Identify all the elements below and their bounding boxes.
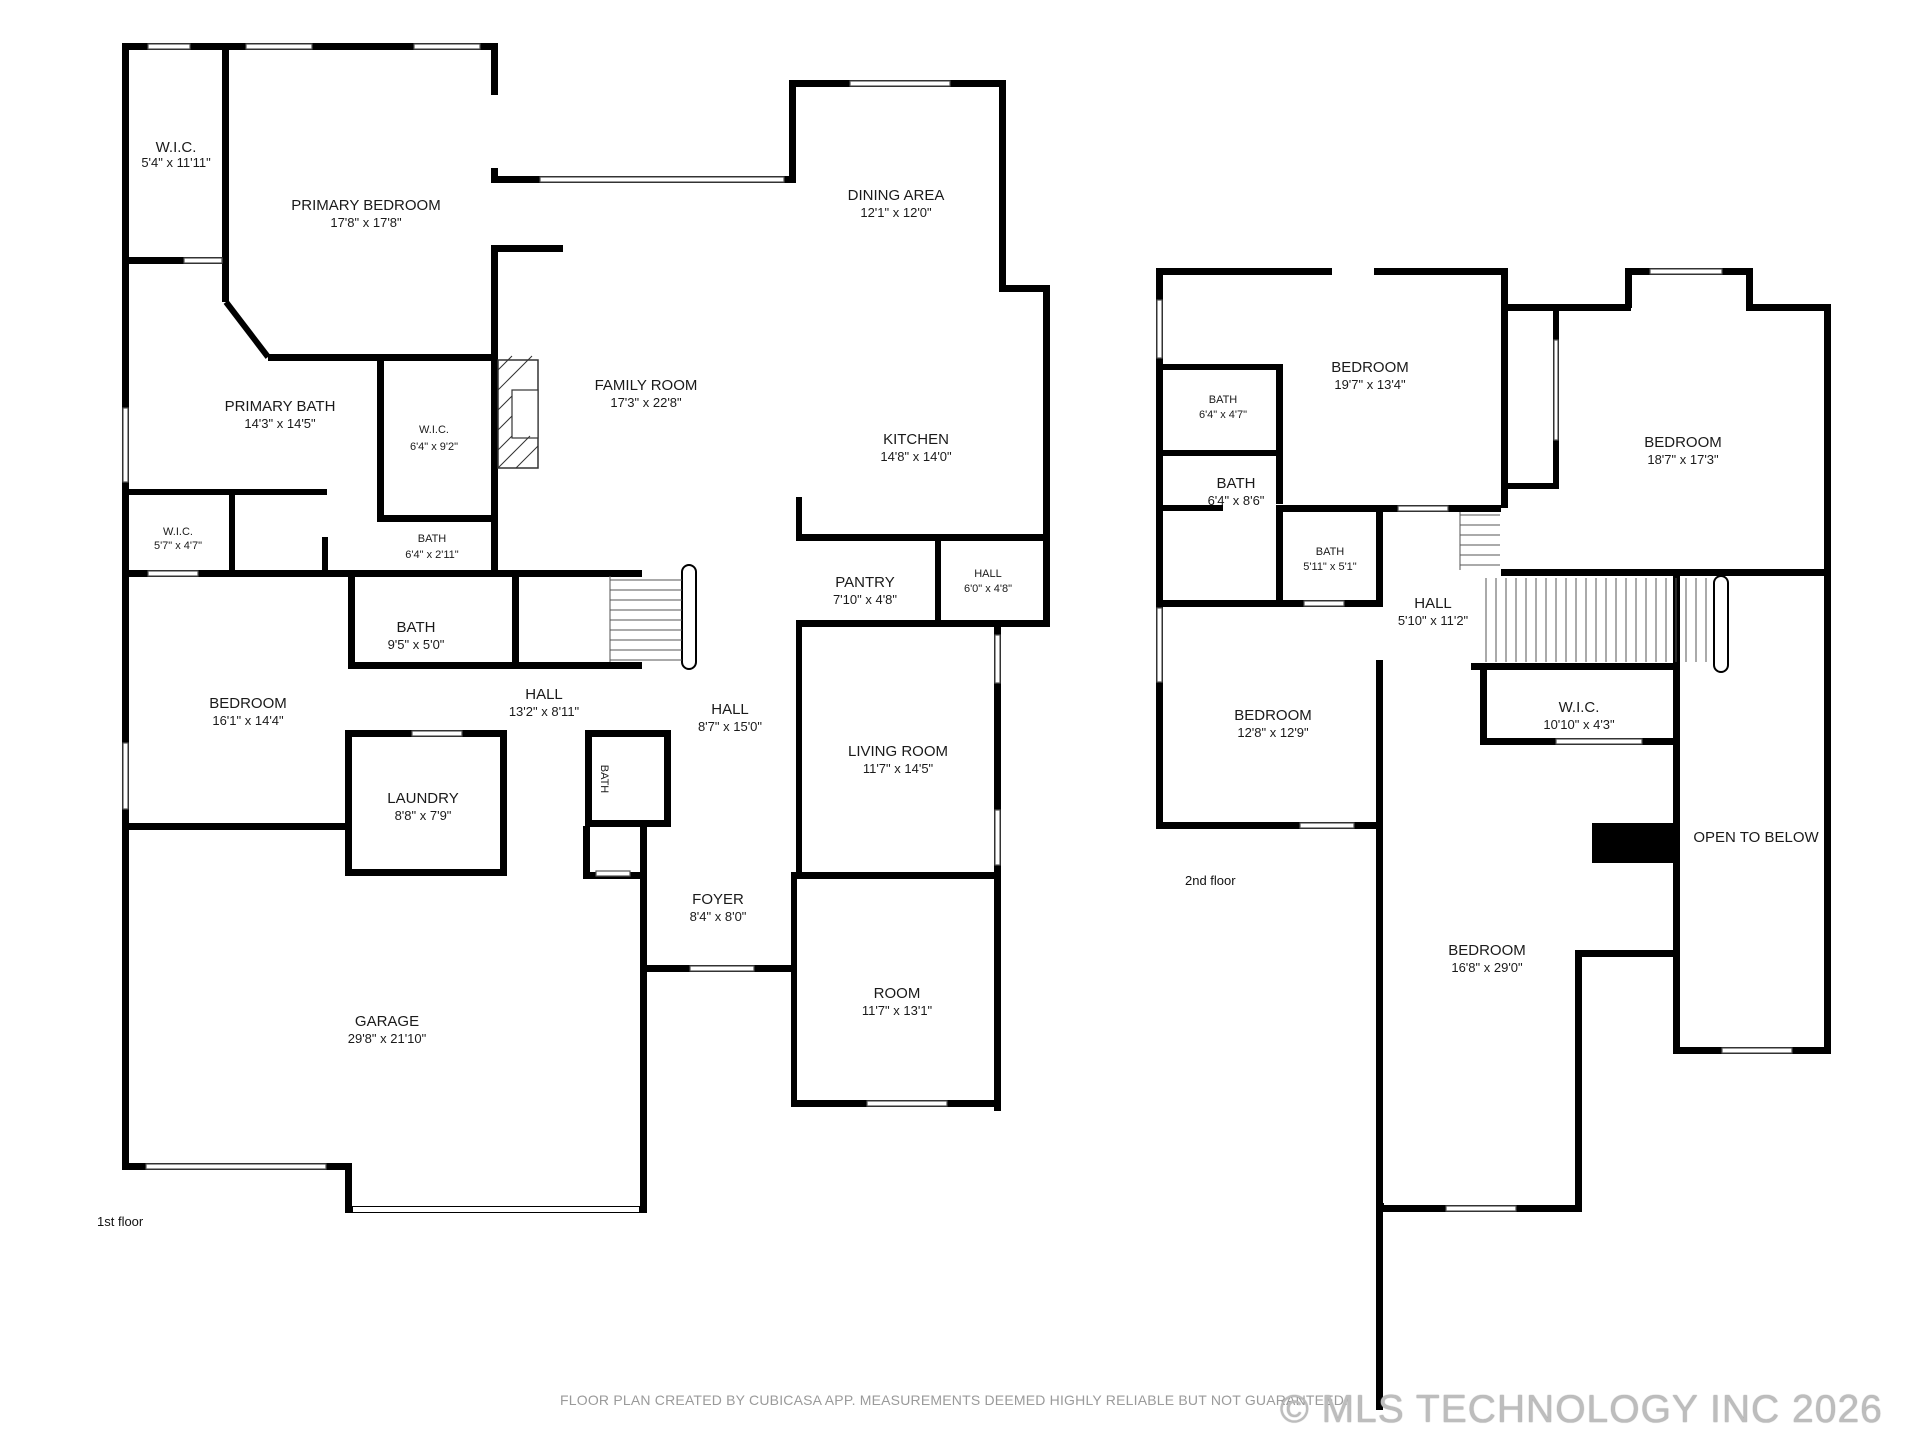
room-dims-bath2: 9'5" x 5'0" (388, 637, 445, 652)
fireplace (497, 355, 539, 469)
room-name-wic1: W.I.C. (156, 139, 197, 156)
room-name-hall-small: HALL (974, 568, 1002, 580)
first-floor-windows (122, 43, 1001, 1212)
room-name-wic2: W.I.C. (419, 424, 449, 436)
room-dims-dining-area: 12'1" x 12'0" (860, 205, 932, 220)
room-name-bath1: BATH (418, 533, 447, 545)
room-name-garage: GARAGE (355, 1013, 419, 1030)
disclaimer-text: FLOOR PLAN CREATED BY CUBICASA APP. MEAS… (560, 1392, 1349, 1408)
room-name-bath-b: BATH (1217, 475, 1256, 492)
room-name-open-to-below: OPEN TO BELOW (1693, 829, 1819, 846)
room-name-wic-2nd: W.I.C. (1559, 699, 1600, 716)
second-floor-stairs (1459, 512, 1707, 662)
room-dims-hall-2nd: 5'10" x 11'2" (1398, 613, 1469, 628)
room-dims-wic2: 6'4" x 9'2" (410, 441, 458, 453)
first-floor-labels: W.I.C. 5'4" x 11'11" PRIMARY BEDROOM 17'… (97, 139, 1012, 1229)
second-floor-windows (1156, 268, 1793, 1212)
room-name-hall2: HALL (711, 701, 749, 718)
room-dims-bedroom-b: 18'7" x 17'3" (1647, 452, 1719, 467)
room-name-bedroom1: BEDROOM (209, 695, 287, 712)
room-dims-bath-a: 6'4" x 4'7" (1199, 409, 1247, 421)
room-dims-wic1: 5'4" x 11'11" (141, 155, 211, 170)
room-dims-living-room: 11'7" x 14'5" (863, 761, 934, 776)
room-dims-hall1: 13'2" x 8'11" (509, 704, 580, 719)
room-name-bath2: BATH (397, 619, 436, 636)
room-dims-hall-small: 6'0" x 4'8" (964, 583, 1012, 595)
room-name-bedroom-a: BEDROOM (1331, 359, 1409, 376)
room-dims-bedroom-c: 12'8" x 12'9" (1237, 725, 1309, 740)
room-name-primary-bath: PRIMARY BATH (225, 398, 336, 415)
room-dims-hall2: 8'7" x 15'0" (698, 719, 762, 734)
room-name-bedroom-b: BEDROOM (1644, 434, 1722, 451)
stair-rail-2nd (1713, 575, 1729, 673)
room-dims-bath-c: 5'11" x 5'1" (1303, 561, 1356, 573)
room-dims-primary-bath: 14'3" x 14'5" (244, 416, 316, 431)
room-dims-wic-2nd: 10'10" x 4'3" (1543, 717, 1615, 732)
room-dims-bedroom-a: 19'7" x 13'4" (1334, 377, 1406, 392)
room-name-bath-a: BATH (1209, 394, 1238, 406)
room-name-hall-2nd: HALL (1414, 595, 1452, 612)
room-dims-bedroom-d: 16'8" x 29'0" (1451, 960, 1523, 975)
room-dims-garage: 29'8" x 21'10" (348, 1031, 427, 1046)
room-name-bedroom-d: BEDROOM (1448, 942, 1526, 959)
room-dims-wic3: 5'7" x 4'7" (154, 540, 202, 552)
room-name-room: ROOM (874, 985, 921, 1002)
room-name-primary-bedroom: PRIMARY BEDROOM (291, 197, 440, 214)
room-dims-family-room: 17'3" x 22'8" (610, 395, 682, 410)
room-name-wic3: W.I.C. (163, 526, 193, 538)
room-dims-kitchen: 14'8" x 14'0" (880, 449, 952, 464)
room-name-laundry: LAUNDRY (387, 790, 458, 807)
room-name-bath-c: BATH (1316, 546, 1345, 558)
room-name-pantry: PANTRY (835, 574, 894, 591)
room-name-hall1: HALL (525, 686, 563, 703)
room-name-family-room: FAMILY ROOM (595, 377, 698, 394)
room-name-dining-area: DINING AREA (848, 187, 945, 204)
room-name-living-room: LIVING ROOM (848, 743, 948, 760)
room-dims-primary-bedroom: 17'8" x 17'8" (330, 215, 402, 230)
floor-label-first: 1st floor (97, 1214, 144, 1229)
floor-label-second: 2nd floor (1185, 873, 1236, 888)
room-dims-laundry: 8'8" x 7'9" (395, 808, 452, 823)
room-dims-bath1: 6'4" x 2'11" (405, 549, 458, 561)
first-floor-stairs (609, 576, 682, 662)
room-name-kitchen: KITCHEN (883, 431, 949, 448)
room-name-bedroom-c: BEDROOM (1234, 707, 1312, 724)
room-dims-room: 11'7" x 13'1" (862, 1003, 933, 1018)
copyright-watermark: © MLS TECHNOLOGY INC 2026 (1280, 1388, 1883, 1431)
room-name-bath3: BATH (598, 765, 610, 794)
room-dims-bath-b: 6'4" x 8'6" (1208, 493, 1265, 508)
room-dims-pantry: 7'10" x 4'8" (833, 592, 897, 607)
room-dims-foyer: 8'4" x 8'0" (690, 909, 747, 924)
second-floor-labels: BEDROOM 19'7" x 13'4" BATH 6'4" x 4'7" B… (1185, 359, 1819, 975)
first-floor-walls (122, 43, 1050, 1213)
room-dims-bedroom1: 16'1" x 14'4" (212, 713, 284, 728)
room-name-foyer: FOYER (692, 891, 744, 908)
